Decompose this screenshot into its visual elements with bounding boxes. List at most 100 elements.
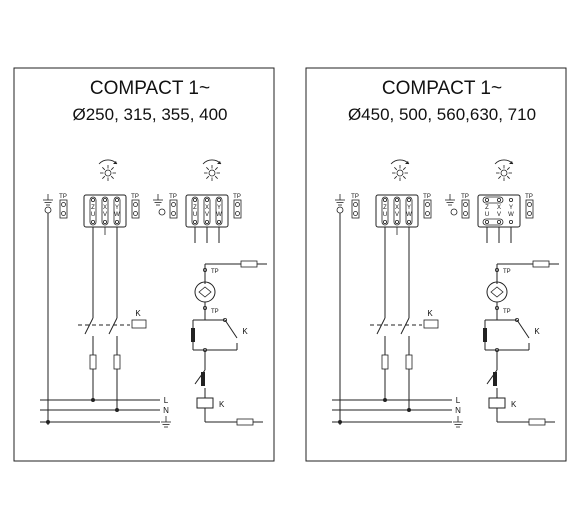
bridge-vertical bbox=[393, 196, 401, 226]
terminal-pin-bottom bbox=[103, 219, 108, 224]
tp-terminal-pin bbox=[171, 211, 176, 216]
tp-terminal-frame bbox=[59, 199, 68, 219]
terminal-label-top: Z bbox=[485, 205, 489, 211]
fuse-icon bbox=[532, 260, 550, 268]
tp-label: TP bbox=[461, 194, 469, 200]
bridge-vertical bbox=[381, 196, 389, 226]
fan-hub bbox=[104, 169, 112, 177]
relay-k-label: K bbox=[511, 400, 517, 409]
bridge-vertical bbox=[89, 196, 97, 226]
junction-dot bbox=[46, 420, 50, 424]
switch-pivot bbox=[515, 317, 520, 322]
terminal-label-bottom: U bbox=[383, 212, 387, 218]
terminal-pin-bottom bbox=[115, 219, 120, 224]
tp-label: TP bbox=[211, 269, 219, 275]
tp-terminal-frame bbox=[131, 199, 140, 219]
contactor-k-label: K bbox=[242, 327, 248, 336]
terminal-label-bottom: V bbox=[497, 212, 501, 218]
tp-pin bbox=[202, 267, 207, 272]
fan-blade bbox=[498, 167, 502, 171]
terminal-label-bottom: U bbox=[485, 212, 489, 218]
panel-subtitle: Ø250, 315, 355, 400 bbox=[72, 105, 227, 124]
terminal-pin-top bbox=[192, 197, 197, 202]
fan-blade bbox=[102, 175, 106, 179]
tp-terminal-left-a: TP bbox=[59, 194, 68, 219]
bus-label-n: N bbox=[455, 406, 461, 415]
fan-blade bbox=[110, 167, 114, 171]
motor-icon bbox=[194, 281, 216, 303]
terminal-label-top: X bbox=[103, 205, 107, 211]
terminal-label-top: X bbox=[205, 205, 209, 211]
fan-blade bbox=[110, 175, 114, 179]
stop-contact bbox=[493, 372, 497, 386]
tp-terminal-pin bbox=[353, 211, 358, 216]
rotation-arrow bbox=[113, 161, 117, 164]
bridge-vertical bbox=[405, 196, 413, 226]
junction-dot bbox=[407, 408, 411, 412]
pushbutton-contact bbox=[191, 328, 195, 342]
tp-terminal-frame bbox=[461, 199, 470, 219]
tp-terminal-right-a: TP bbox=[461, 194, 470, 219]
bridge-vertical bbox=[215, 196, 223, 226]
terminal-pin-top bbox=[406, 197, 411, 202]
ground-icon bbox=[453, 416, 463, 428]
terminal-label-top: Z bbox=[383, 205, 387, 211]
terminal-label-bottom: U bbox=[193, 212, 197, 218]
terminal-pin-top bbox=[394, 197, 399, 202]
contactor-switch-blade bbox=[84, 317, 94, 335]
terminal-label-top: Y bbox=[115, 205, 119, 211]
relay-coil-icon bbox=[196, 397, 214, 409]
panel-compact-large: COMPACT 1~Ø450, 500, 560,630, 710TPZUXVY… bbox=[305, 67, 567, 462]
terminal-box-frame bbox=[477, 194, 521, 228]
terminal-pin-top bbox=[103, 197, 108, 202]
contactor-switch-blade bbox=[516, 319, 530, 339]
terminal-pin-top bbox=[204, 197, 209, 202]
tp-label: TP bbox=[503, 269, 511, 275]
contactor-k-label: K bbox=[427, 309, 433, 318]
tp-label: TP bbox=[525, 194, 533, 200]
tp-terminal-pin bbox=[235, 211, 240, 216]
tp-label: TP bbox=[211, 309, 219, 315]
fan-blade bbox=[402, 175, 406, 179]
terminal-pin-bottom bbox=[508, 219, 513, 224]
fan-blade bbox=[506, 175, 510, 179]
ground-icon bbox=[43, 194, 53, 206]
relay-k-label: K bbox=[219, 400, 225, 409]
terminal-pin-bottom bbox=[216, 219, 221, 224]
terminal-label-top: X bbox=[395, 205, 399, 211]
terminal-label-top: Z bbox=[91, 205, 95, 211]
panel-title: COMPACT 1~ bbox=[382, 78, 502, 99]
terminal-pin-bottom bbox=[496, 219, 501, 224]
terminal-label-bottom: W bbox=[216, 212, 222, 218]
terminal-pin-top bbox=[484, 197, 489, 202]
tp-terminal-frame bbox=[423, 199, 432, 219]
bridge-bottom bbox=[482, 218, 504, 226]
contactor-k-label: K bbox=[135, 309, 141, 318]
fan-hub bbox=[396, 169, 404, 177]
tp-terminal-pin bbox=[353, 202, 358, 207]
tp-terminal-pin bbox=[527, 202, 532, 207]
fuse-icon bbox=[89, 354, 97, 370]
terminal-pin-top bbox=[496, 197, 501, 202]
tp-terminal-pin bbox=[463, 211, 468, 216]
pushbutton-contact bbox=[483, 328, 487, 342]
tp-label: TP bbox=[59, 194, 67, 200]
fuse-icon bbox=[113, 354, 121, 370]
terminal-label-bottom: V bbox=[395, 212, 399, 218]
contactor-switch-blade bbox=[400, 317, 410, 335]
terminal-pin-top bbox=[216, 197, 221, 202]
fan-blade bbox=[498, 175, 502, 179]
fan-rotation-icon bbox=[390, 159, 410, 181]
terminal-label-bottom: W bbox=[406, 212, 412, 218]
tp-label: TP bbox=[169, 194, 177, 200]
junction-dot bbox=[115, 408, 119, 412]
fan-blade bbox=[394, 175, 398, 179]
tp-terminal-pin bbox=[133, 202, 138, 207]
fan-blade bbox=[206, 175, 210, 179]
contactor-switch-blade bbox=[108, 317, 118, 335]
